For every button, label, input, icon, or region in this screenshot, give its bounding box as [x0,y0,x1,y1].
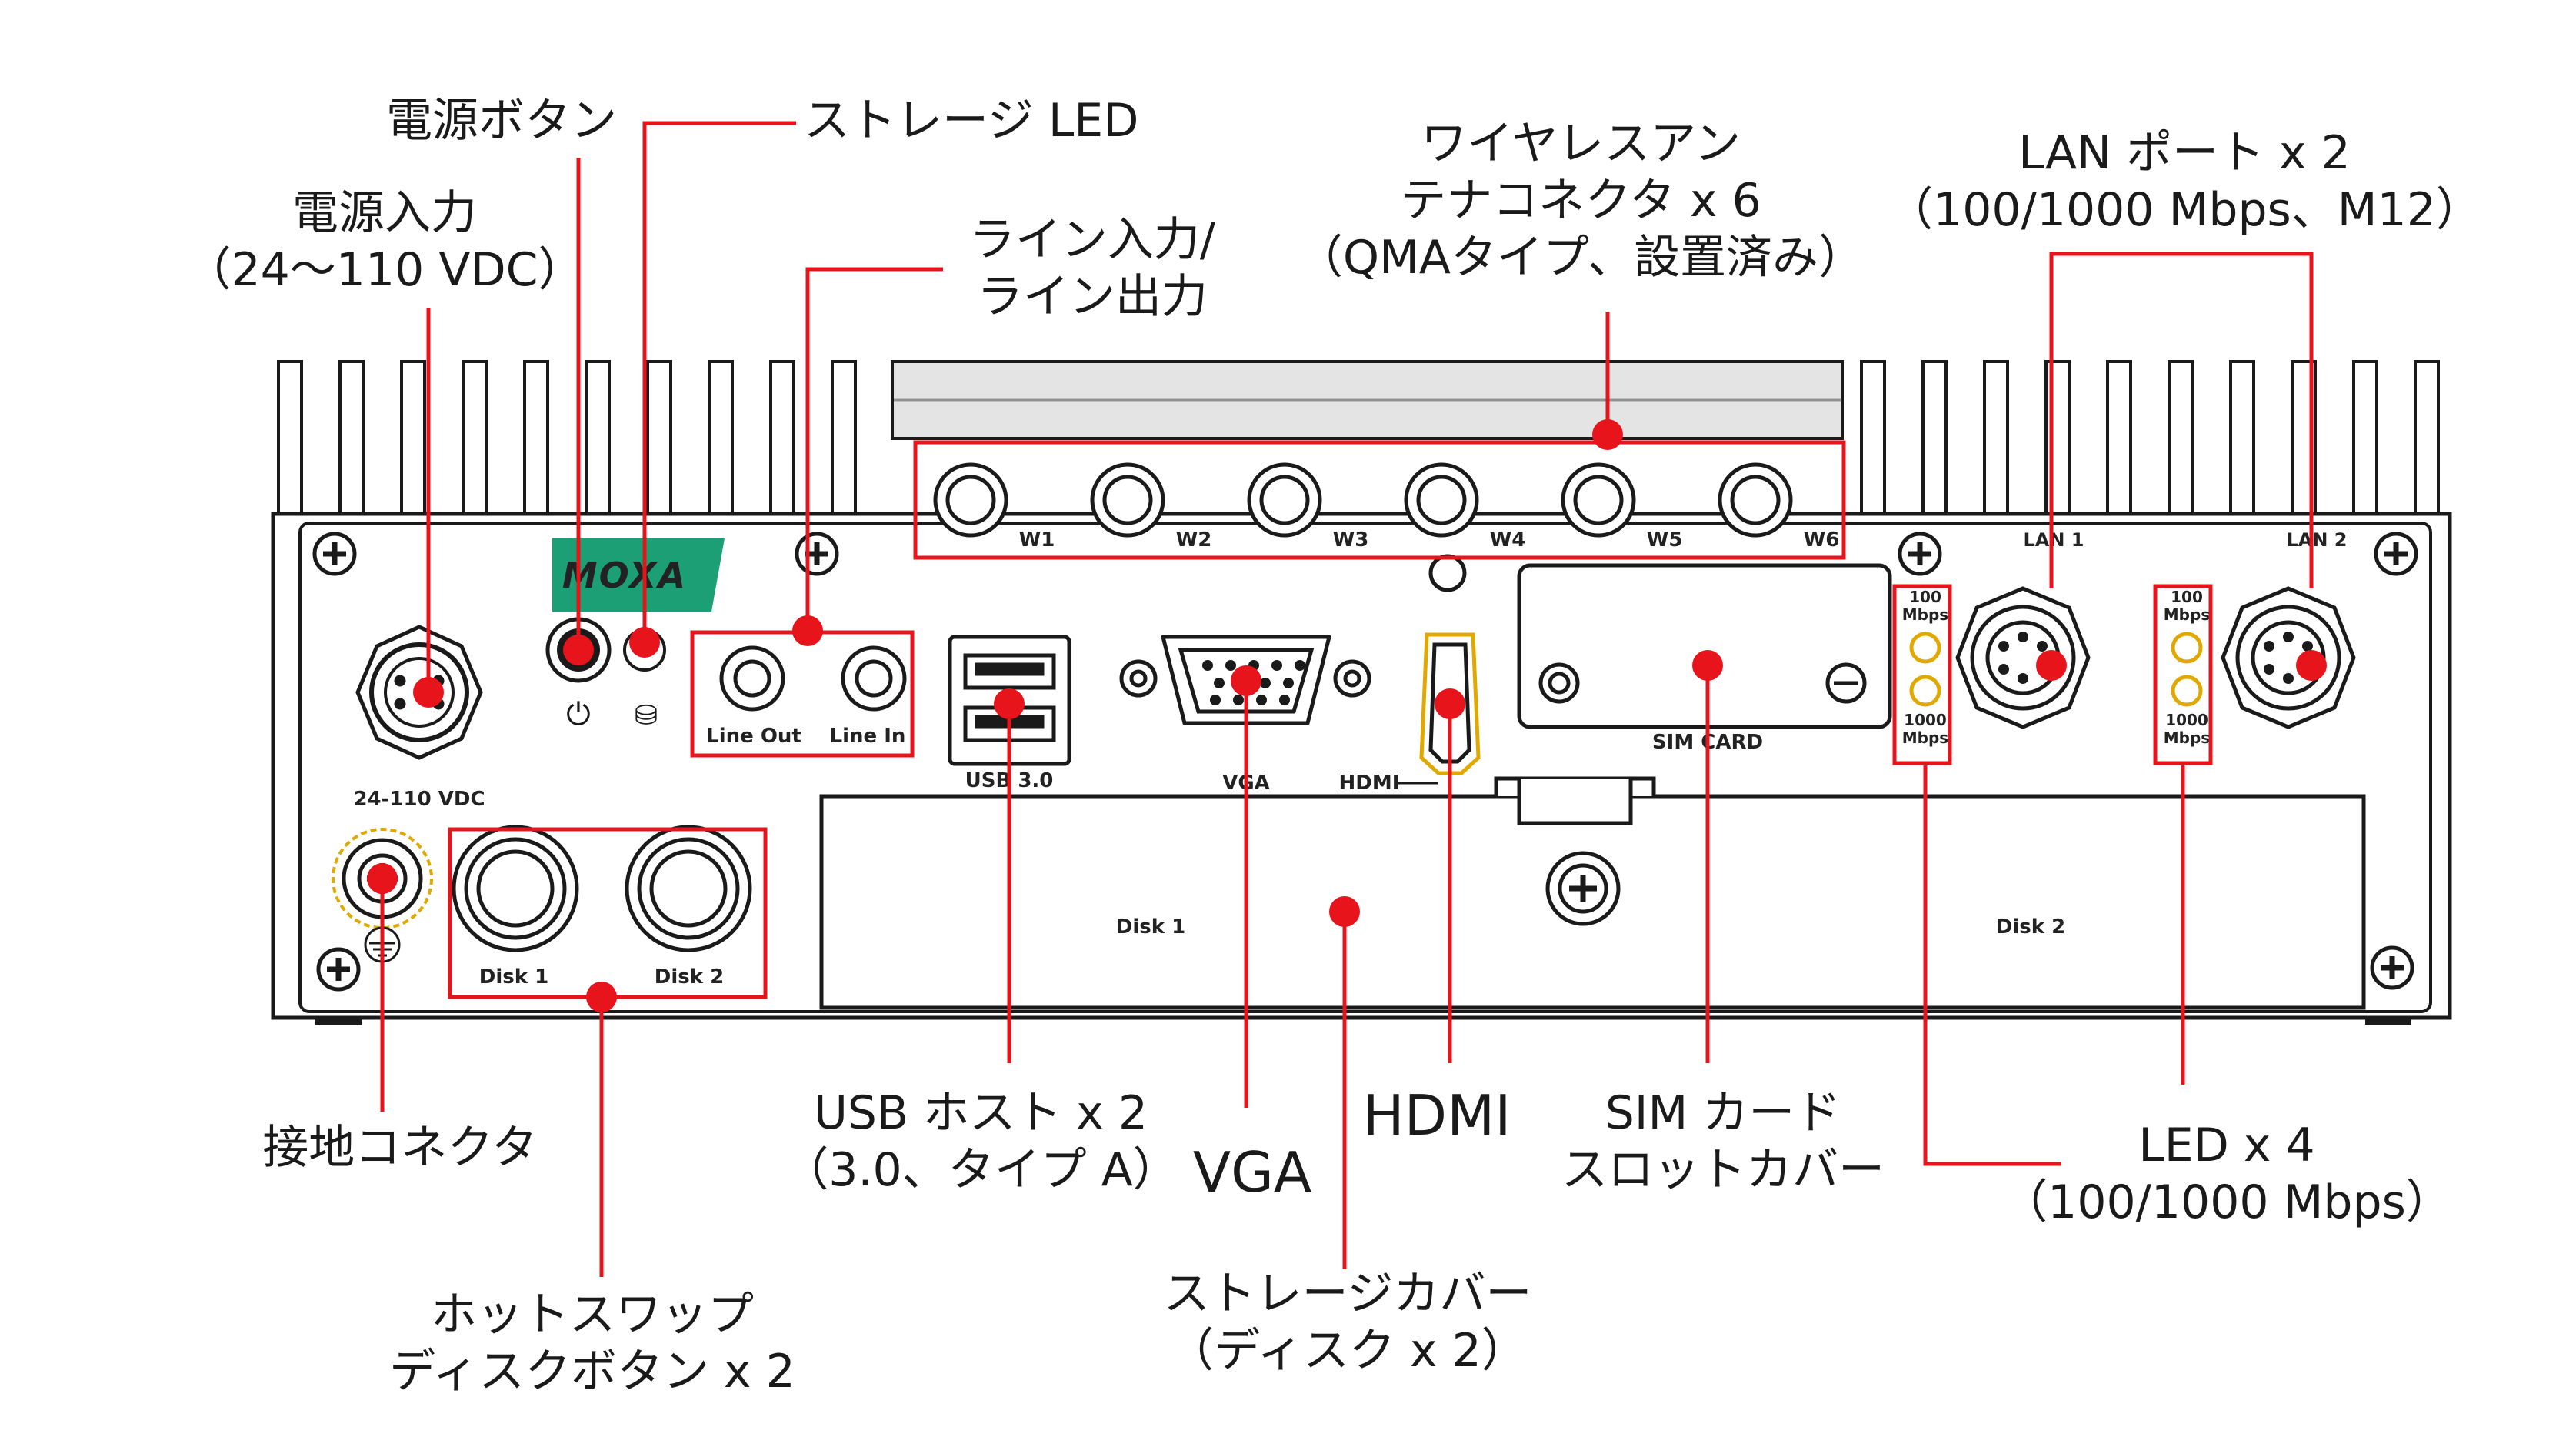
moxa-logo: MOXA [552,538,725,612]
disk-2-bay-label: Disk 2 [1996,915,2065,939]
callout-dots [367,419,2327,1012]
svg-text:MOXA: MOXA [562,555,687,596]
antenna-connector-inner [1259,475,1310,525]
antenna-label: W5 [1647,528,1683,552]
callout-line: HDMI [1362,1083,1511,1148]
lan-1-label: LAN 1 [2023,529,2084,551]
antenna-connector-inner [1102,475,1153,525]
lan-port-1 [1955,586,2091,729]
antenna-label: W6 [1804,528,1840,552]
antenna-label: W3 [1333,528,1369,552]
led-label-mbps: Mbps [1902,729,1948,747]
callout-hdmi: HDMI [1363,1083,1511,1148]
callout-line: SIM カード [1605,1086,1841,1140]
callout-line: ホットスワップ [430,1288,754,1342]
led-label-mbps: Mbps [1902,605,1948,624]
callout-line: （3.0、タイプ A） [782,1143,1179,1197]
callout-line: （ディスク x 2） [1168,1324,1528,1378]
power-rating-label: 24-110 VDC [353,788,485,811]
callout-line: 接地コネクタ [262,1121,538,1175]
callout-line: （QMAタイプ、設置済み） [1296,231,1865,285]
callout-led: LED x 4 （100/1000 Mbps） [2001,1117,2452,1231]
lan-2-label: LAN 2 [2286,529,2347,551]
callout-line: ワイヤレスアン [1421,117,1741,171]
led-label-mbps: Mbps [2164,605,2210,624]
led-indicators [1909,632,2203,707]
callout-line: ストレージカバー [1163,1267,1532,1321]
antenna-connector-inner [945,475,996,525]
antenna-connector-inner [1416,475,1467,525]
disk-1-button-label: Disk 1 [479,965,548,989]
hdmi-label: HDMI [1339,772,1400,795]
antenna-connector-inner [1573,475,1624,525]
callout-line: （100/1000 Mbps） [2001,1175,2452,1229]
callout-line: VGA [1192,1140,1312,1205]
heatsink-fins-left [277,360,857,517]
power-input-connector [355,625,483,760]
callout-line: 電源ボタン [386,94,617,148]
svg-text:⏻: ⏻ [566,697,591,732]
lan-port-2 [2221,586,2356,729]
callout-boxes [448,440,2213,999]
callout-leaders [380,121,2314,1277]
antenna-label: W2 [1176,528,1212,552]
callout-line: スロットカバー [1561,1143,1885,1197]
storage-cover [819,776,2366,1010]
callout-wireless: ワイヤレスアン テナコネクタ x 6 （QMAタイプ、設置済み） [1297,115,1865,286]
led-label-100: 100 [2171,588,2203,606]
callout-hotswap: ホットスワップ ディスクボタン x 2 [389,1286,795,1400]
callout-line: ディスクボタン x 2 [389,1345,795,1399]
disk-2-button-label: Disk 2 [655,965,724,989]
led-label-1000: 1000 [2165,711,2208,729]
antenna-label: W1 [1019,528,1055,552]
callout-ground: 接地コネクタ [262,1119,538,1176]
callout-power-button: 電源ボタン [386,92,617,149]
antenna-connectors [933,462,1793,538]
line-out-label: Line Out [706,725,801,748]
callout-line: 電源入力 [292,186,477,240]
heatsink-fins-right [1860,360,2440,517]
callout-usb: USB ホスト x 2 （3.0、タイプ A） [782,1085,1179,1199]
audio-jacks [719,645,907,712]
callout-sim: SIM カード スロットカバー [1561,1085,1885,1199]
sim-card-cover [1517,563,1892,729]
hotswap-disk-buttons [452,825,752,952]
led-label-mbps: Mbps [2164,729,2210,747]
callout-line-io: ライン入力/ ライン出力 [969,212,1215,325]
line-in-label: Line In [830,725,906,748]
antenna-tray [891,360,1844,440]
callout-lan-port: LAN ポート x 2 （100/1000 Mbps、M12） [1887,125,2482,238]
callout-storage-led: ストレージ LED [804,92,1138,149]
callout-line: ストレージ LED [804,94,1139,148]
antenna-connector-inner [1730,475,1781,525]
callout-line: ライン出力 [977,270,1208,324]
callout-line: ライン入力/ [968,213,1216,267]
callout-line: （100/1000 Mbps、M12） [1887,183,2482,237]
led-label-1000: 1000 [1904,711,1947,729]
callout-line: LAN ポート x 2 [2018,126,2351,180]
callout-vga: VGA [1193,1140,1311,1205]
callout-line: USB ホスト x 2 [813,1086,1148,1140]
callout-line: LED x 4 [2138,1119,2315,1172]
disk-1-bay-label: Disk 1 [1116,915,1185,939]
callout-line: テナコネクタ x 6 [1400,174,1761,228]
callout-power-input: 電源入力 （24～110 VDC） [185,185,584,298]
callout-storage-cover: ストレージカバー （ディスク x 2） [1164,1265,1532,1379]
callout-line: （24～110 VDC） [185,243,585,297]
antenna-label: W4 [1490,528,1526,552]
led-label-100: 100 [1909,588,1941,606]
svg-text:⛁: ⛁ [635,700,658,732]
